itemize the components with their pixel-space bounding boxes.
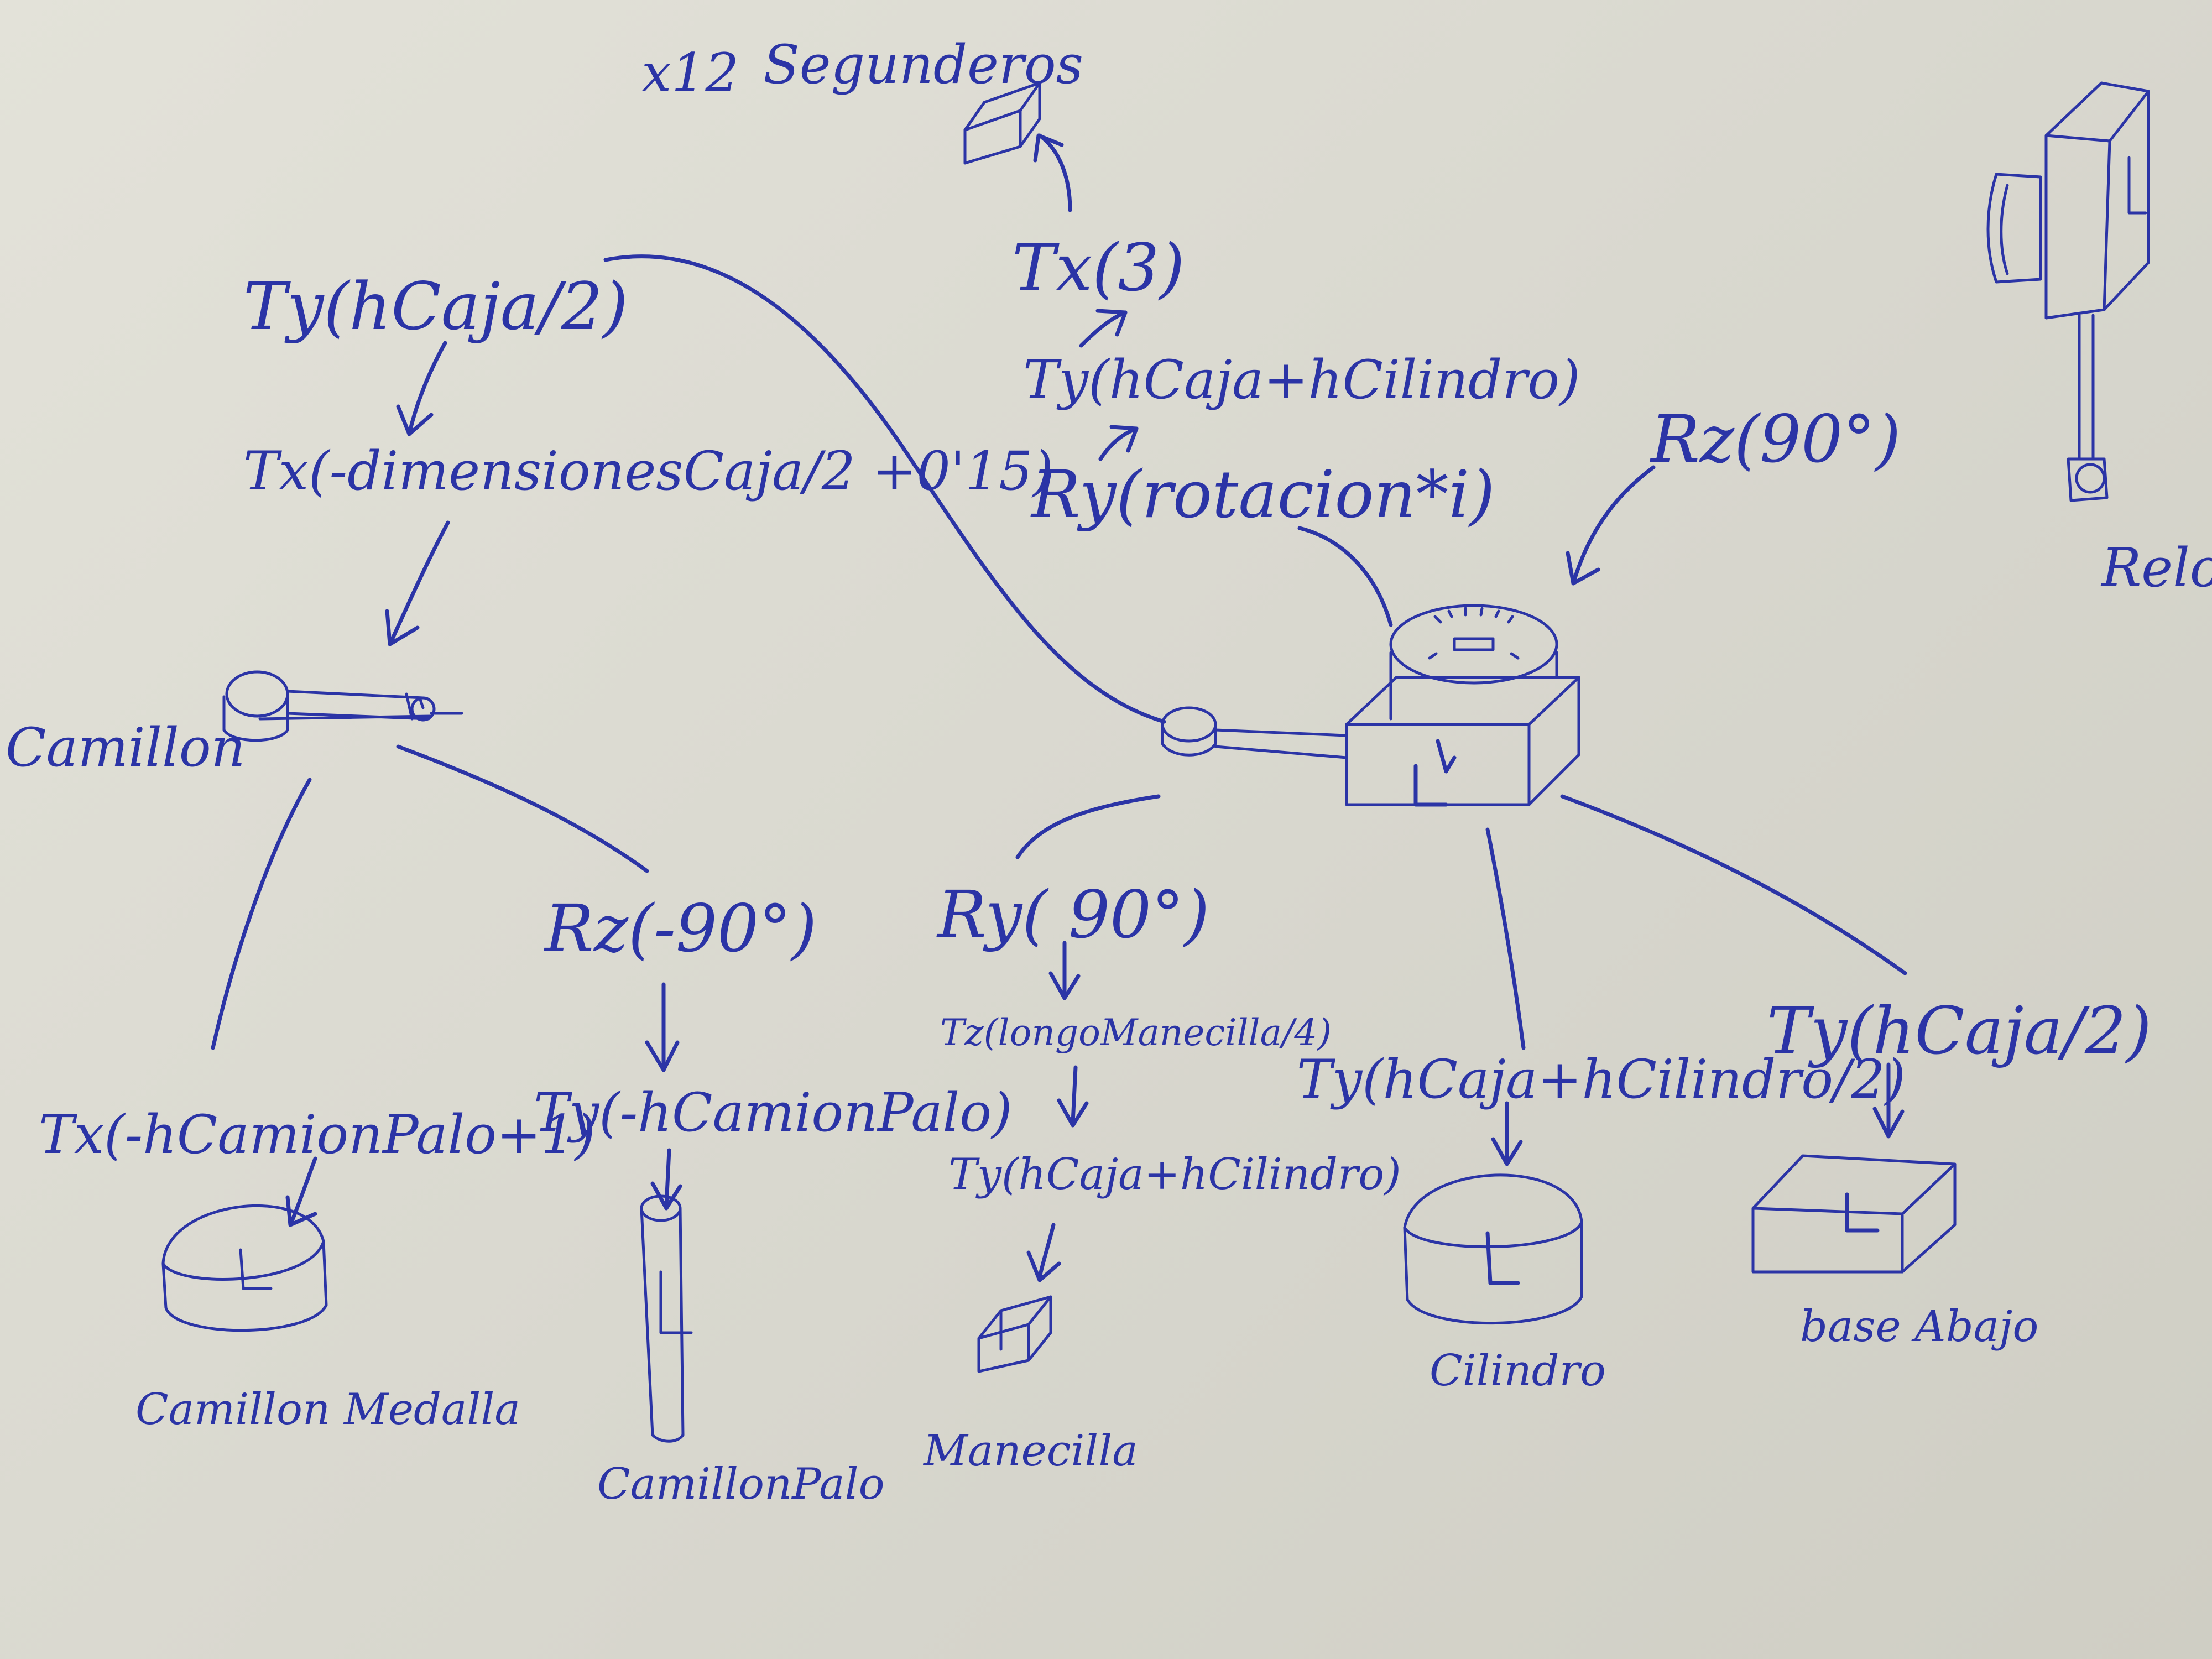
camillon-label: Camillon (6, 717, 245, 779)
segunderos-label: Segunderos (763, 34, 1083, 96)
cilindro-ty-label: Ty(hCaja+hCilindro/2) (1297, 1048, 1906, 1110)
arrow-manecilla-ty (1037, 1223, 1056, 1280)
arrowhead-rz (1566, 551, 1600, 586)
camillon-ty-label: Ty(hCaja/2) (243, 268, 628, 345)
camillon-tx-label: Tx(-dimensionesCaja/2 +0'15) (243, 440, 1053, 502)
edge-reloj-cilindro (1485, 827, 1526, 1050)
medalla-tx-label: Tx(-hCamionPalo+1) (39, 1104, 596, 1166)
segunderos-tx-label: Tx(3) (1012, 229, 1185, 306)
camillon-palo-label: CamillonPalo (597, 1459, 885, 1509)
arrow-ty (1098, 426, 1139, 461)
edge-camillon-to-reloj (603, 254, 1166, 724)
edge-camillon-medalla (211, 778, 312, 1050)
base-abajo-sketch (1751, 1154, 1957, 1274)
arrowhead-camillon-ty (396, 404, 434, 436)
manecilla-sketch (977, 1295, 1052, 1373)
camillon-medalla-label: Camillon Medalla (135, 1385, 520, 1434)
clock-box-sketch (1345, 604, 1580, 807)
cilindro-sketch (1403, 1173, 1583, 1324)
edge-ry-to-reloj (1297, 526, 1393, 627)
reloj-sketch (1986, 81, 2150, 502)
arrow-camillon-ty (407, 341, 447, 436)
palo-rz-label: Rz(-90°) (544, 890, 817, 967)
camillon-palo-sketch (640, 1194, 693, 1443)
arrow-manecilla-tz (1071, 1065, 1078, 1125)
arrowhead-palo-ty (650, 1181, 682, 1211)
reloj-rz-label: Rz(90°) (1650, 401, 1901, 477)
arrow-medalla-tx (288, 1156, 317, 1227)
cilindro-label: Cilindro (1430, 1346, 1606, 1396)
base-abajo-label: base Abajo (1800, 1302, 2038, 1352)
arrow-camillon-tx (388, 520, 450, 646)
segunderos-count: x12 (641, 42, 739, 104)
manecilla-tz-label: Tz(longoManecilla/4) (940, 1011, 1332, 1054)
segundero-box-sketch (963, 81, 1041, 165)
arrow-rz (1571, 465, 1656, 586)
camillon-medalla-sketch (161, 1204, 328, 1332)
base-ty-label: Ty(hCaja/2) (1767, 993, 2152, 1069)
edge-reloj-manecilla (1015, 794, 1161, 859)
palo-ty-label: Ty(-hCamionPalo) (534, 1082, 1013, 1144)
arrowhead-camillon-tx (385, 609, 420, 646)
arrow-to-segundero (1037, 133, 1072, 212)
edge-camillon-palo (396, 744, 649, 873)
segunderos-ty-label: Ty(hCaja+hCilindro) (1023, 349, 1580, 411)
reloj-label: Reloj (2100, 537, 2212, 599)
arrowhead-manecilla-ry (1048, 971, 1081, 1000)
arrowhead-manecilla-tz (1057, 1098, 1089, 1128)
arrowhead-manecilla-ty (1026, 1250, 1061, 1282)
arrowhead-cilindro-ty (1491, 1137, 1523, 1166)
segunderos-ry-label: Ry(rotacion*i) (1030, 456, 1495, 533)
arrow-tx (1079, 310, 1128, 348)
arrowhead-tx (1095, 309, 1128, 337)
manecilla-ty-label: Ty(hCaja+hCilindro) (948, 1150, 1401, 1199)
arrowhead-ty (1109, 425, 1139, 453)
camillon-sketch (222, 670, 463, 742)
edge-reloj-base (1560, 794, 1907, 975)
arrowhead-base-ty (1872, 1107, 1905, 1139)
manecilla-label: Manecilla (922, 1426, 1138, 1476)
camillon-knob-sketch (1161, 706, 1348, 759)
arrowhead-segundero (1033, 133, 1064, 163)
manecilla-ry-label: Ry( 90°) (936, 877, 1209, 953)
arrowhead-palo-rz (645, 1040, 680, 1072)
